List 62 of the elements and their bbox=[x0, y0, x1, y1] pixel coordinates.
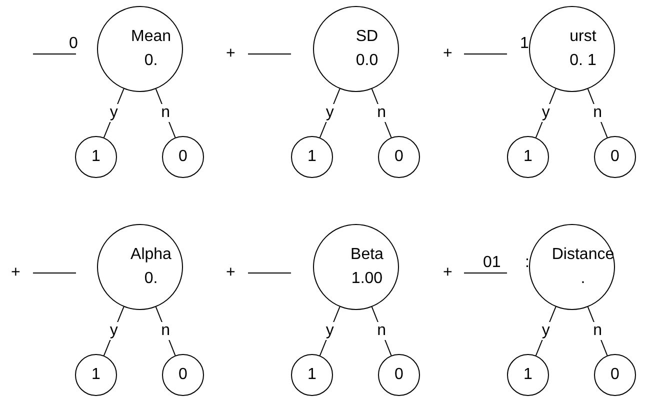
node-value: 0. bbox=[144, 51, 158, 71]
plus-sign: + bbox=[443, 45, 452, 63]
edge-label: n bbox=[160, 322, 171, 340]
node-value: 1 bbox=[308, 147, 316, 167]
edge-label: y bbox=[540, 104, 551, 122]
node-value: 0 bbox=[394, 147, 404, 167]
weight-digit: 1 bbox=[520, 35, 529, 53]
leaf-node-circle bbox=[75, 354, 117, 396]
leaf-node-circle bbox=[594, 354, 636, 396]
leaf-node-circle bbox=[507, 136, 549, 178]
node-value: 0 bbox=[178, 365, 188, 385]
edge-label: n bbox=[160, 104, 171, 122]
leaf-node-circle bbox=[291, 136, 333, 178]
node-value: 0 bbox=[610, 147, 620, 167]
connector-line bbox=[155, 88, 176, 138]
node-value: 1 bbox=[524, 147, 532, 167]
colon-mark: : bbox=[525, 254, 530, 272]
leaf-node-circle bbox=[594, 136, 636, 178]
plus-sign: + bbox=[443, 264, 452, 282]
node-value: 0 bbox=[178, 147, 188, 167]
leaf-node-circle bbox=[378, 136, 420, 178]
edge-label: y bbox=[540, 322, 551, 340]
edge-label: n bbox=[592, 104, 603, 122]
leaf-node-circle bbox=[291, 354, 333, 396]
edge-label: y bbox=[108, 104, 119, 122]
edge-label: y bbox=[108, 322, 119, 340]
edge-label: y bbox=[324, 322, 335, 340]
node-value: 0. bbox=[144, 269, 158, 289]
leaf-node-circle bbox=[162, 354, 204, 396]
node-value: 0.0 bbox=[356, 51, 378, 71]
node-name: Beta bbox=[350, 245, 384, 265]
leaf-node-circle bbox=[162, 136, 204, 178]
node-value: 1 bbox=[92, 147, 100, 167]
connector-line bbox=[371, 306, 392, 356]
plus-sign: + bbox=[11, 264, 20, 282]
connector-line bbox=[371, 88, 392, 138]
node-name: Mean bbox=[130, 27, 172, 47]
node-name: SD bbox=[356, 27, 378, 47]
leaf-node-circle bbox=[378, 354, 420, 396]
node-value: 0 bbox=[610, 365, 620, 385]
connector-line bbox=[587, 306, 608, 356]
plus-sign: + bbox=[226, 264, 236, 282]
weight-digit: 01 bbox=[483, 254, 501, 272]
node-value: 0. 1 bbox=[570, 51, 596, 71]
leaf-node-circle bbox=[75, 136, 117, 178]
edge-label: n bbox=[592, 322, 603, 340]
edge-label: y bbox=[324, 104, 335, 122]
node-name: urst bbox=[570, 27, 596, 47]
node-value: 1 bbox=[92, 365, 100, 385]
node-value: 1 bbox=[524, 365, 532, 385]
connector-line bbox=[587, 88, 608, 138]
node-value: . bbox=[580, 269, 586, 289]
node-value: 1.00 bbox=[351, 269, 383, 289]
edge-label: n bbox=[376, 322, 387, 340]
node-value: 1 bbox=[308, 365, 316, 385]
plus-sign: + bbox=[226, 45, 236, 63]
edge-label: n bbox=[376, 104, 387, 122]
node-name: Alpha bbox=[130, 245, 172, 265]
connector-line bbox=[155, 306, 176, 356]
weight-digit: 0 bbox=[69, 35, 78, 53]
leaf-node-circle bbox=[507, 354, 549, 396]
node-value: 0 bbox=[394, 365, 404, 385]
